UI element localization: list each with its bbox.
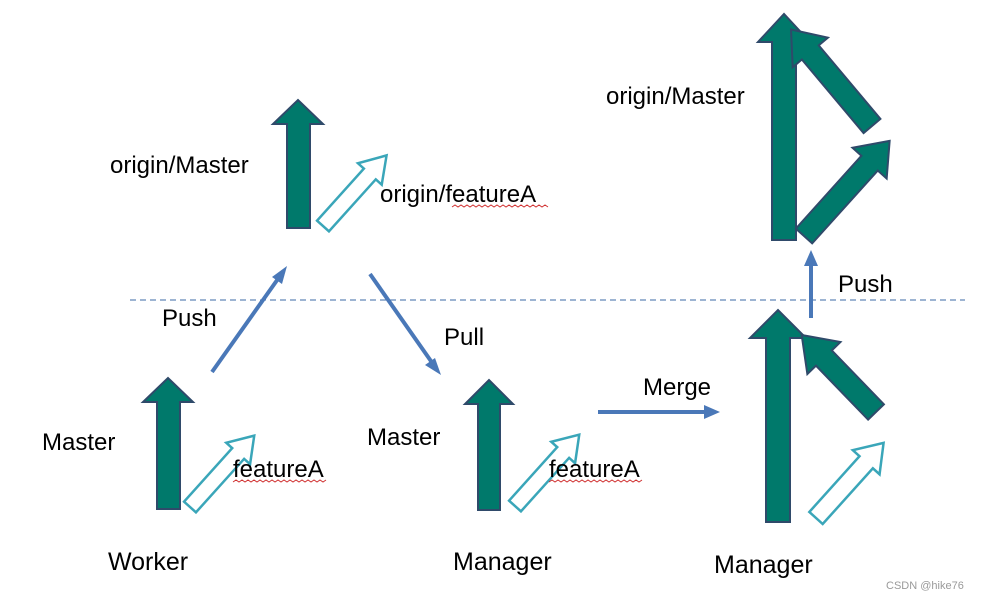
merged-branch-arrow [800, 333, 886, 422]
worker-caption: Worker [108, 548, 188, 576]
spellcheck-underline [232, 479, 327, 483]
worker-feature-label: featureA [233, 456, 324, 483]
remote-master-label: origin/Master [606, 83, 745, 110]
pull-label: Pull [444, 324, 484, 351]
origin-feature-arrow [315, 153, 389, 234]
worker-master-arrow [140, 376, 196, 510]
manager-feature-arrow [507, 432, 581, 514]
remote-merge-arrow [789, 28, 882, 135]
origin-master-label: origin/Master [110, 152, 249, 179]
push-label-left: Push [162, 305, 217, 332]
remote-branch-out-arrow [794, 139, 891, 245]
manager-master-label: Master [367, 424, 440, 451]
merged-master-arrow [747, 308, 809, 523]
manager-feature-label: featureA [549, 456, 640, 483]
manager-caption-right: Manager [714, 551, 813, 579]
merged-feature-arrow [807, 441, 886, 526]
worker-master-label: Master [42, 429, 115, 456]
worker-feature-arrow [182, 433, 256, 515]
push-arrow-right [804, 250, 818, 318]
watermark: CSDN @hike76 [886, 580, 964, 592]
push-arrow-left [210, 266, 287, 374]
manager-master-arrow [462, 378, 516, 511]
push-label-right: Push [838, 271, 893, 298]
manager-caption: Manager [453, 548, 552, 576]
spellcheck-underline [548, 479, 643, 483]
spellcheck-underline [451, 204, 549, 208]
origin-feature-label: origin/featureA [380, 181, 536, 208]
origin-master-arrow [270, 98, 326, 229]
merge-label: Merge [643, 374, 711, 401]
remote-master-arrow [755, 12, 813, 241]
merge-arrow [598, 405, 720, 419]
pull-arrow [368, 272, 441, 375]
